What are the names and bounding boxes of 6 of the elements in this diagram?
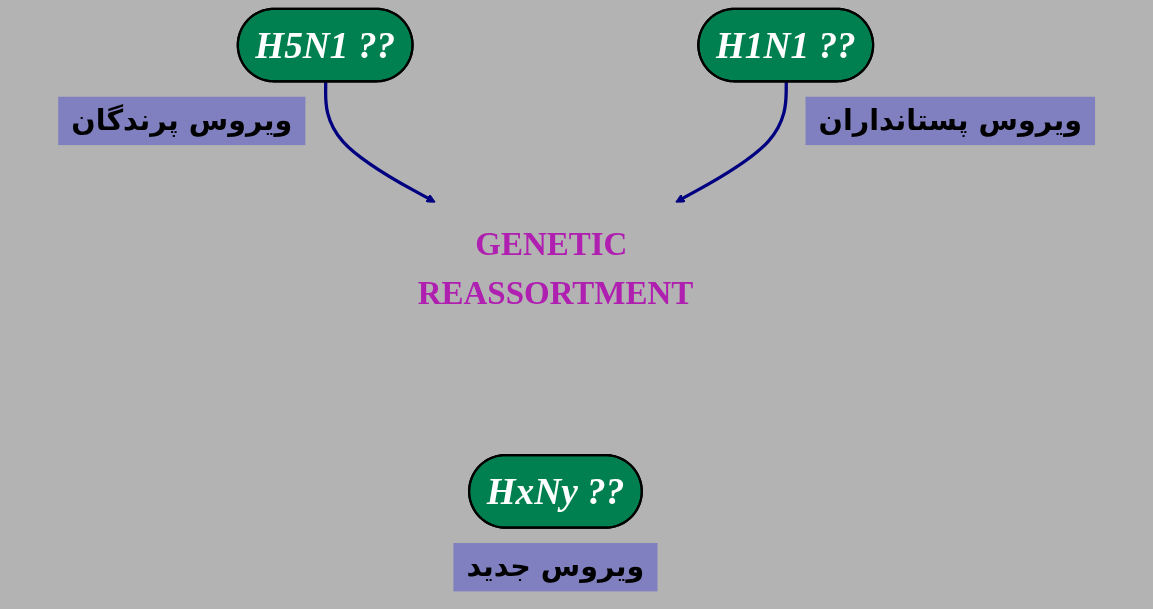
caption-label: ویروس جدید [453,543,658,592]
arrow [675,81,788,203]
caption-label: ویروس پستانداران [805,96,1095,146]
caption-label: ویروس پرندگان [58,96,306,146]
node-text: GENETIC REASSORTMENT [417,225,694,312]
arrow [323,81,436,203]
